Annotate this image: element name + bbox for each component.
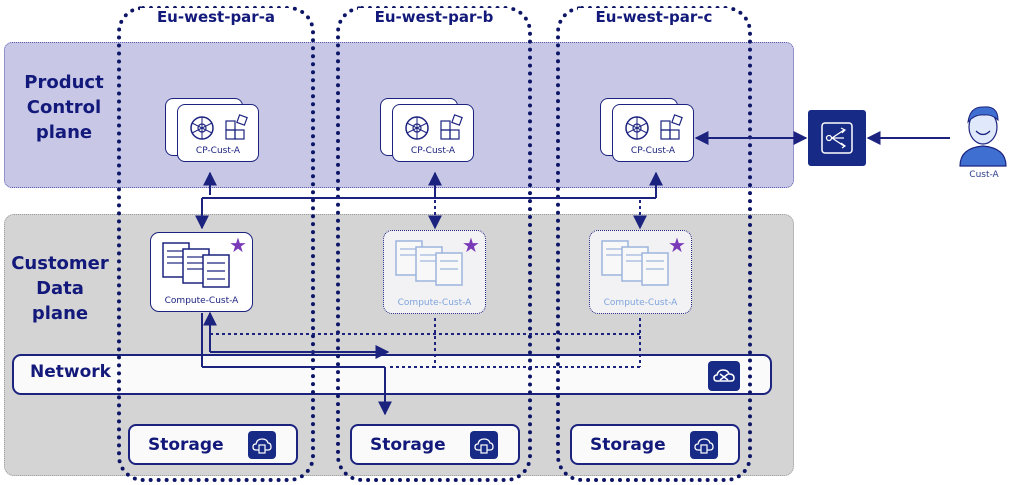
- cp-node-b: CP-Cust-A: [380, 98, 480, 168]
- compute-node-c: ★ Compute-Cust-A: [589, 230, 692, 314]
- compute-node-a-label: Compute-Cust-A: [164, 296, 239, 306]
- kubernetes-icon: [625, 114, 683, 140]
- customer: Cust-A: [954, 100, 1014, 180]
- network-bar: [12, 354, 772, 395]
- storage-icon: [248, 431, 276, 459]
- cp-node-a: CP-Cust-A: [165, 98, 265, 168]
- load-balancer-icon: [808, 110, 866, 166]
- cp-node-a-label: CP-Cust-A: [195, 146, 241, 156]
- network-label: Network: [30, 362, 111, 382]
- zone-b-title: Eu-west-par-b: [358, 8, 510, 26]
- customer-label: Cust-A: [969, 170, 999, 180]
- cp-node-c: CP-Cust-A: [600, 98, 700, 168]
- compute-node-b: ★ Compute-Cust-A: [383, 230, 486, 314]
- star-icon: ★: [229, 233, 247, 257]
- data-plane-label: Customer Data plane: [11, 253, 109, 324]
- compute-node-a: ★ Compute-Cust-A: [150, 232, 253, 312]
- cp-node-c-label: CP-Cust-A: [630, 146, 676, 156]
- storage-b-label: Storage: [370, 435, 446, 455]
- zone-a-title: Eu-west-par-a: [140, 8, 292, 26]
- storage-icon: [690, 431, 718, 459]
- server-stack-icon: [162, 242, 230, 288]
- network-icon: [708, 361, 740, 391]
- storage-icon: [470, 431, 498, 459]
- server-stack-icon: [395, 240, 463, 286]
- compute-node-c-label: Compute-Cust-A: [603, 298, 678, 308]
- kubernetes-icon: [405, 114, 463, 140]
- storage-a-label: Storage: [148, 435, 224, 455]
- user-icon: [959, 106, 1007, 167]
- cp-node-b-label: CP-Cust-A: [410, 146, 456, 156]
- star-icon: ★: [668, 233, 686, 257]
- storage-c: Storage: [570, 424, 740, 465]
- server-stack-icon: [601, 240, 669, 286]
- storage-c-label: Storage: [590, 435, 666, 455]
- compute-node-b-label: Compute-Cust-A: [397, 298, 472, 308]
- zone-c-title: Eu-west-par-c: [578, 8, 730, 26]
- storage-b: Storage: [350, 424, 520, 465]
- star-icon: ★: [462, 233, 480, 257]
- kubernetes-icon: [190, 114, 248, 140]
- storage-a: Storage: [128, 424, 298, 465]
- control-plane-label: Product Control plane: [24, 72, 104, 143]
